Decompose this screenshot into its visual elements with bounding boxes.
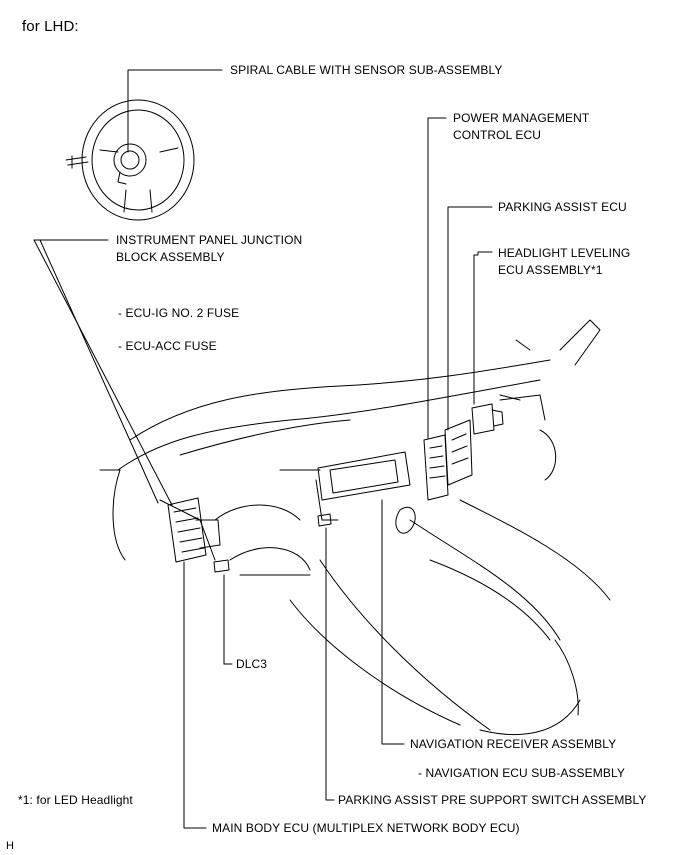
label-dlc3: DLC3 (236, 657, 268, 671)
dlc3-drawing (213, 559, 230, 573)
leader-lines (33, 69, 493, 829)
label-navigation-ecu: - NAVIGATION ECU SUB-ASSEMBLY (418, 766, 625, 780)
navigation-receiver-drawing (315, 451, 411, 521)
junction-block-drawing (167, 497, 221, 563)
label-headlight-leveling-line1: HEADLIGHT LEVELING (498, 246, 631, 260)
parking-assist-ecu-drawing (444, 419, 473, 486)
label-ip-junction-line1: INSTRUMENT PANEL JUNCTION (116, 233, 303, 247)
pre-support-switch-drawing (317, 513, 332, 527)
dashboard-drawing (99, 319, 611, 735)
steering-wheel-drawing (65, 99, 195, 221)
label-headlight-leveling-line2: ECU ASSEMBLY*1 (498, 263, 603, 277)
label-fuse-ecu-acc: - ECU-ACC FUSE (118, 339, 217, 353)
label-ip-junction-line2: BLOCK ASSEMBLY (116, 250, 225, 264)
corner-mark: H (6, 840, 15, 852)
label-main-body-ecu: MAIN BODY ECU (MULTIPLEX NETWORK BODY EC… (212, 821, 520, 835)
label-power-management-line2: CONTROL ECU (453, 128, 541, 142)
power-management-ecu-drawing (423, 434, 449, 501)
label-power-management-line1: POWER MANAGEMENT (453, 111, 590, 125)
label-pre-support-switch: PARKING ASSIST PRE SUPPORT SWITCH ASSEMB… (338, 793, 647, 807)
label-fuse-ecu-ig: - ECU-IG NO. 2 FUSE (118, 306, 240, 320)
label-spiral-cable: SPIRAL CABLE WITH SENSOR SUB-ASSEMBLY (230, 63, 503, 77)
label-navigation-receiver: NAVIGATION RECEIVER ASSEMBLY (410, 737, 617, 751)
page-heading: for LHD: (22, 18, 79, 35)
headlight-leveling-ecu-drawing (471, 403, 504, 435)
label-parking-assist-ecu: PARKING ASSIST ECU (498, 200, 627, 214)
footnote: *1: for LED Headlight (18, 793, 133, 807)
